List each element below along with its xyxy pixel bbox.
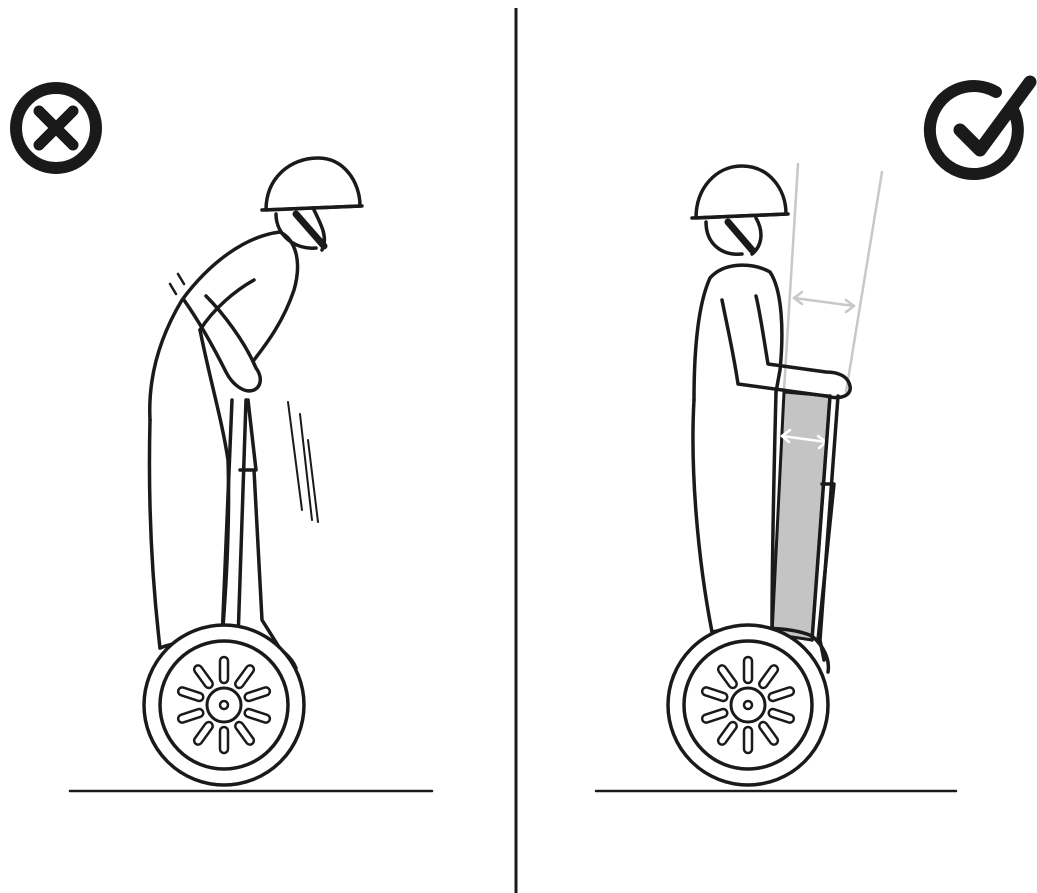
wheel	[668, 625, 828, 785]
helmet-icon	[692, 166, 788, 254]
back-motion-marks	[170, 274, 184, 294]
rider-legs	[693, 392, 776, 632]
rider-arm	[184, 296, 260, 391]
panel-incorrect	[16, 88, 432, 791]
check-circle-icon	[930, 82, 1030, 174]
x-circle-icon	[16, 88, 96, 168]
helmet-icon	[262, 158, 362, 250]
rider-torso-hunched	[150, 232, 298, 420]
motion-lines	[288, 402, 318, 522]
panel-correct	[596, 82, 1030, 791]
rider-legs	[149, 330, 228, 648]
wheel	[144, 625, 304, 785]
alignment-guides	[784, 164, 882, 392]
